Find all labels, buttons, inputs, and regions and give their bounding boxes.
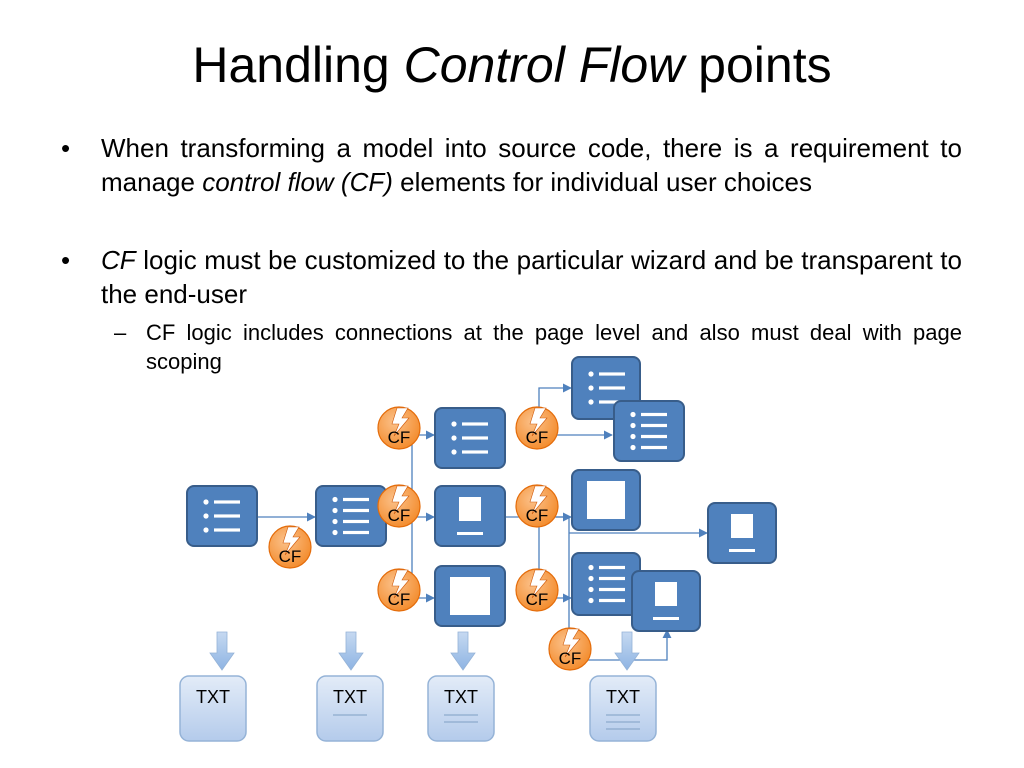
lightning-icon xyxy=(391,407,410,437)
list-page-icon xyxy=(434,407,506,469)
txt-document: TXT xyxy=(316,675,384,742)
image-page-icon xyxy=(631,570,701,632)
lightning-icon xyxy=(529,569,548,599)
list-page-icon xyxy=(186,485,258,547)
down-arrow-icon xyxy=(209,631,235,671)
slide-title: Handling Control Flow points xyxy=(0,30,1024,100)
cf-node: CF xyxy=(515,568,559,612)
down-arrow-icon xyxy=(450,631,476,671)
sub-bullet-text: CF logic includes connections at the pag… xyxy=(146,320,962,374)
lightning-icon xyxy=(391,569,410,599)
bullet-item: • CF logic must be customized to the part… xyxy=(61,243,962,311)
txt-document: TXT xyxy=(589,675,657,742)
cf-nodes: CF CF CF CF CF CF CF CF xyxy=(268,406,592,671)
down-arrow-icon xyxy=(338,631,364,671)
bullet-text: logic must be customized to the particul… xyxy=(101,245,962,309)
cf-node: CF xyxy=(548,627,592,671)
lightning-icon xyxy=(391,485,410,515)
cf-node: CF xyxy=(377,406,421,450)
txt-label: TXT xyxy=(196,687,230,707)
txt-document: TXT xyxy=(179,675,247,742)
bullet-marker: • xyxy=(61,133,71,163)
lightning-icon xyxy=(529,407,548,437)
txt-label: TXT xyxy=(333,687,367,707)
bullet-item: • When transforming a model into source c… xyxy=(61,131,962,199)
cf-label: CF xyxy=(388,590,411,609)
title-prefix: Handling xyxy=(192,37,404,93)
cf-node: CF xyxy=(515,484,559,528)
wizard-pages xyxy=(186,356,777,632)
sub-bullet-item: –CF logic includes connections at the pa… xyxy=(114,318,962,376)
bullet-text: elements for individual user choices xyxy=(392,167,812,197)
cf-node: CF xyxy=(377,484,421,528)
title-suffix: points xyxy=(684,37,832,93)
cf-node: CF xyxy=(515,406,559,450)
bullet-marker: • xyxy=(61,245,71,275)
list-page-icon xyxy=(571,552,641,616)
txt-document: TXT xyxy=(427,675,495,742)
image-page-icon xyxy=(707,502,777,564)
sub-bullet-marker: – xyxy=(114,320,127,345)
blank-page-icon xyxy=(571,469,641,531)
lightning-icon xyxy=(562,628,581,658)
txt-label: TXT xyxy=(606,687,640,707)
cf-label: CF xyxy=(526,590,549,609)
down-arrow-icon xyxy=(614,631,640,671)
lightning-icon xyxy=(529,485,548,515)
cf-label: CF xyxy=(388,506,411,525)
bullet-text: When transforming a model into source co… xyxy=(101,133,962,197)
cf-label: CF xyxy=(526,428,549,447)
cf-label: CF xyxy=(526,506,549,525)
list-page-icon xyxy=(315,485,387,547)
connector-arrow xyxy=(569,629,672,661)
list-page-icon xyxy=(613,400,685,462)
cf-label: CF xyxy=(279,547,302,566)
cf-label: CF xyxy=(388,428,411,447)
title-emphasis: Control Flow xyxy=(403,37,685,93)
bullet-text-italic: CF xyxy=(101,245,136,275)
bullet-text-italic: control flow (CF) xyxy=(202,167,393,197)
down-arrows xyxy=(209,631,640,671)
lightning-icon xyxy=(282,526,301,556)
image-page-icon xyxy=(434,485,506,547)
txt-label: TXT xyxy=(444,687,478,707)
cf-label: CF xyxy=(559,649,582,668)
txt-documents: TXT TXT TXT TXT xyxy=(179,675,657,742)
blank-page-icon xyxy=(434,565,506,627)
connector-arrow xyxy=(556,516,574,661)
cf-node: CF xyxy=(377,568,421,612)
cf-node: CF xyxy=(268,525,312,569)
